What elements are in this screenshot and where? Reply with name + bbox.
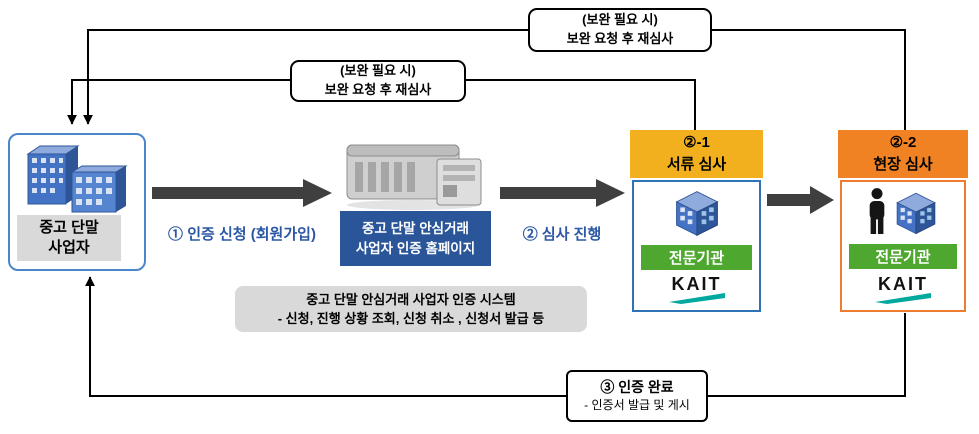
- step2-label: ② 심사 진행: [522, 226, 602, 243]
- rework-note-top-line2: 보완 요청 후 재심사: [566, 31, 674, 46]
- rework-note-top-line1: (보완 필요 시): [582, 12, 658, 28]
- doc-review-org-label: 전문기관: [641, 244, 752, 270]
- buildings-icon: [26, 145, 128, 213]
- portal-label: 중고 단말 안심거래 사업자 인증 홈페이지: [340, 211, 491, 266]
- kait-logo-text: KAIT: [878, 274, 928, 294]
- system-description-box: 중고 단말 안심거래 사업자 인증 시스템 - 신청, 진행 상황 조회, 신청…: [235, 286, 587, 332]
- rework-note-top: (보완 필요 시) 보완 요청 후 재심사: [528, 8, 712, 52]
- kait-swoosh-icon: [875, 293, 931, 304]
- step1-label: ① 인증 신청 (회원가입): [168, 226, 316, 243]
- rework-note-mid: (보완 필요 시) 보완 요청 후 재심사: [290, 60, 466, 102]
- building-cube-icon: [895, 192, 936, 235]
- system-description-line1: 중고 단말 안심거래 사업자 인증 시스템: [306, 291, 516, 307]
- flow-arrow-2: [500, 179, 625, 207]
- completion-box: ③ 인증 완료 - 인증서 발급 및 게시: [566, 370, 708, 422]
- kait-logo-text: KAIT: [671, 274, 722, 294]
- rework-note-mid-line1: (보완 필요 시): [340, 63, 416, 79]
- kait-swoosh-icon: [668, 293, 725, 304]
- field-review-box: 전문기관 KAIT: [840, 180, 966, 312]
- building-cube-icon: [675, 191, 718, 237]
- flow-arrow-3: [767, 186, 834, 214]
- flow-arrow-1: [152, 179, 332, 207]
- applicant-label: 중고 단말 사업자: [17, 214, 121, 261]
- person-icon: [869, 188, 884, 234]
- loop-top-line: [83, 29, 906, 130]
- loop-bottom-line: [85, 276, 906, 397]
- kait-logo: KAIT: [875, 275, 931, 304]
- field-review-org-label: 전문기관: [849, 243, 957, 269]
- applicant-box: 중고 단말 사업자: [8, 133, 146, 271]
- doc-review-box: 전문기관 KAIT: [632, 180, 761, 312]
- completion-subtitle: - 인증서 발급 및 게시: [584, 398, 690, 413]
- completion-title: ③ 인증 완료: [600, 378, 674, 395]
- doc-review-header: ②-1 서류 심사: [630, 130, 763, 178]
- rework-note-mid-line2: 보완 요청 후 재심사: [324, 82, 432, 97]
- field-review-header: ②-2 현장 심사: [838, 130, 968, 178]
- system-description-line2: - 신청, 진행 상황 조회, 신청 취소 , 신청서 발급 등: [277, 311, 545, 326]
- server-icon: [346, 144, 482, 210]
- kait-logo: KAIT: [668, 274, 725, 304]
